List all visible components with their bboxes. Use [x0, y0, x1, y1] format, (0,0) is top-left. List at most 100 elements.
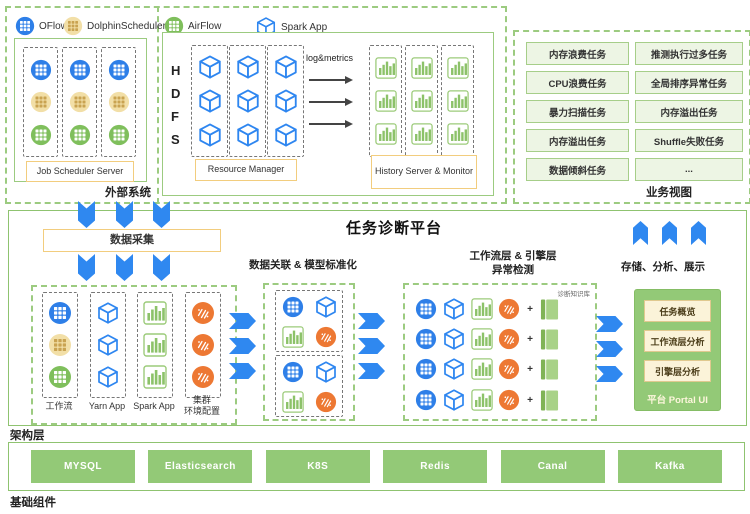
metrics-column: [441, 45, 474, 157]
metrics-chart-icon: [471, 389, 493, 411]
scheduler-column: [101, 47, 136, 157]
data-collection-label: 数据采集: [43, 229, 221, 252]
arrow-right-icon: [596, 366, 623, 382]
spark-app-icon: [273, 88, 299, 114]
cluster-config-column: [185, 292, 221, 398]
source-column-label: 工作流: [45, 401, 73, 411]
foundation-components-box: MYSQL Elasticsearch K8S Redis Canal Kafk…: [8, 442, 745, 491]
metrics-chart-icon: [411, 123, 433, 145]
yarn-app-column: [90, 292, 126, 398]
component-redis: Redis: [383, 450, 488, 483]
task-item: Shuffle失败任务: [635, 129, 743, 152]
workflow-icon: [415, 328, 437, 350]
spark-app-icon: [314, 295, 338, 319]
history-server-label: History Server & Monitor: [371, 155, 477, 189]
metrics-chart-icon: [447, 90, 469, 112]
spark-app-icon: [235, 88, 261, 114]
knowledge-base-icon: [540, 389, 559, 412]
storage-title: 存储、分析、展示: [621, 261, 705, 273]
task-item: 内存浪费任务: [526, 42, 629, 65]
spark-app-icon: [273, 122, 299, 148]
legend-item-oflow: OFlow: [15, 16, 68, 36]
arrow-down-icon: [153, 254, 170, 281]
spark-app-icon: [197, 54, 223, 80]
detection-title-line2: 异常检测: [492, 264, 534, 277]
legend-divider: [157, 6, 159, 204]
oflow-icon: [48, 301, 72, 325]
plus-sign: +: [527, 394, 533, 406]
metrics-chart-icon: [447, 57, 469, 79]
spark-app-icon: [197, 122, 223, 148]
spark-app-column: [229, 45, 266, 157]
task-item: CPU浪费任务: [526, 71, 629, 94]
hdfs-label: H D F S: [171, 63, 181, 147]
airflow-icon: [48, 365, 72, 389]
log-metrics-label: log&metrics: [306, 53, 354, 63]
flow-arrow-icon: [309, 75, 353, 84]
architecture-layer-label: 架构层: [10, 430, 45, 442]
flow-arrow-icon: [309, 119, 353, 128]
resource-manager-label: Resource Manager: [195, 159, 297, 181]
knowledge-base-icon: [540, 358, 559, 381]
task-item: 内存溢出任务: [526, 129, 629, 152]
task-item: 数据倾斜任务: [526, 158, 629, 181]
flow-arrow-icon: [309, 97, 353, 106]
arrow-right-icon: [596, 341, 623, 357]
diagnosis-platform-section: 任务诊断平台 数据采集 工作流: [8, 210, 747, 426]
scheduler-column: [62, 47, 97, 157]
spark-app-icon: [442, 388, 466, 412]
spark-app-column: [191, 45, 228, 157]
foundation-components-label: 基础组件: [10, 497, 56, 509]
source-column-label: Spark App: [133, 401, 175, 411]
component-mysql: MYSQL: [31, 450, 135, 483]
spark-app-icon: [442, 297, 466, 321]
metrics-chart-icon: [375, 123, 397, 145]
knowledge-base-icon: [540, 328, 559, 351]
external-systems-label: 外部系统: [102, 184, 154, 200]
task-item: 推测执行过多任务: [635, 42, 743, 65]
arrow-down-icon: [78, 254, 95, 281]
business-view-section: 内存浪费任务 推测执行过多任务 CPU浪费任务 全局排序异常任务 暴力扫描任务 …: [513, 30, 750, 204]
arrow-right-icon: [229, 338, 256, 354]
dolphinscheduler-icon: [69, 91, 91, 113]
component-canal: Canal: [500, 450, 605, 483]
arrow-down-icon: [78, 201, 95, 228]
detection-box: 诊断知识库 + + +: [403, 283, 597, 421]
spark-app-icon: [235, 54, 261, 80]
source-column-label: Yarn App: [88, 401, 126, 411]
spark-app-icon: [197, 88, 223, 114]
arrow-right-icon: [229, 313, 256, 329]
component-elasticsearch: Elasticsearch: [148, 450, 253, 483]
arrow-up-icon: [691, 221, 706, 245]
workflow-icon: [415, 389, 437, 411]
legend-label: DolphinScheduler: [87, 20, 166, 32]
metrics-chart-icon: [143, 365, 167, 389]
dolphinscheduler-icon: [108, 91, 130, 113]
cluster-config-icon: [191, 365, 215, 389]
cluster-config-icon: [498, 328, 520, 350]
plus-sign: +: [527, 363, 533, 375]
arrow-up-icon: [633, 221, 648, 245]
yarn-app-icon: [96, 333, 120, 357]
arrow-down-icon: [116, 254, 133, 281]
legend-item-spark-app: Spark App: [255, 16, 327, 38]
dolphinscheduler-icon: [63, 16, 83, 36]
detection-title: 工作流层 & 引擎层 异常检测: [433, 249, 593, 277]
cluster-config-icon: [498, 389, 520, 411]
spark-app-icon: [314, 360, 338, 384]
yarn-app-icon: [96, 365, 120, 389]
legend-label: Spark App: [281, 21, 328, 33]
arrow-right-icon: [358, 338, 385, 354]
source-column-label: 集群 环境配置: [183, 395, 220, 417]
plus-sign: +: [527, 303, 533, 315]
metrics-chart-icon: [375, 90, 397, 112]
arrow-right-icon: [358, 363, 385, 379]
plus-sign: +: [527, 333, 533, 345]
portal-label: 平台 Portal UI: [647, 395, 708, 406]
knowledge-base-label: 诊断知识库: [557, 291, 591, 298]
metrics-chart-icon: [143, 333, 167, 357]
task-item: 暴力扫描任务: [526, 100, 629, 123]
component-k8s: K8S: [265, 450, 370, 483]
metrics-chart-icon: [471, 358, 493, 380]
